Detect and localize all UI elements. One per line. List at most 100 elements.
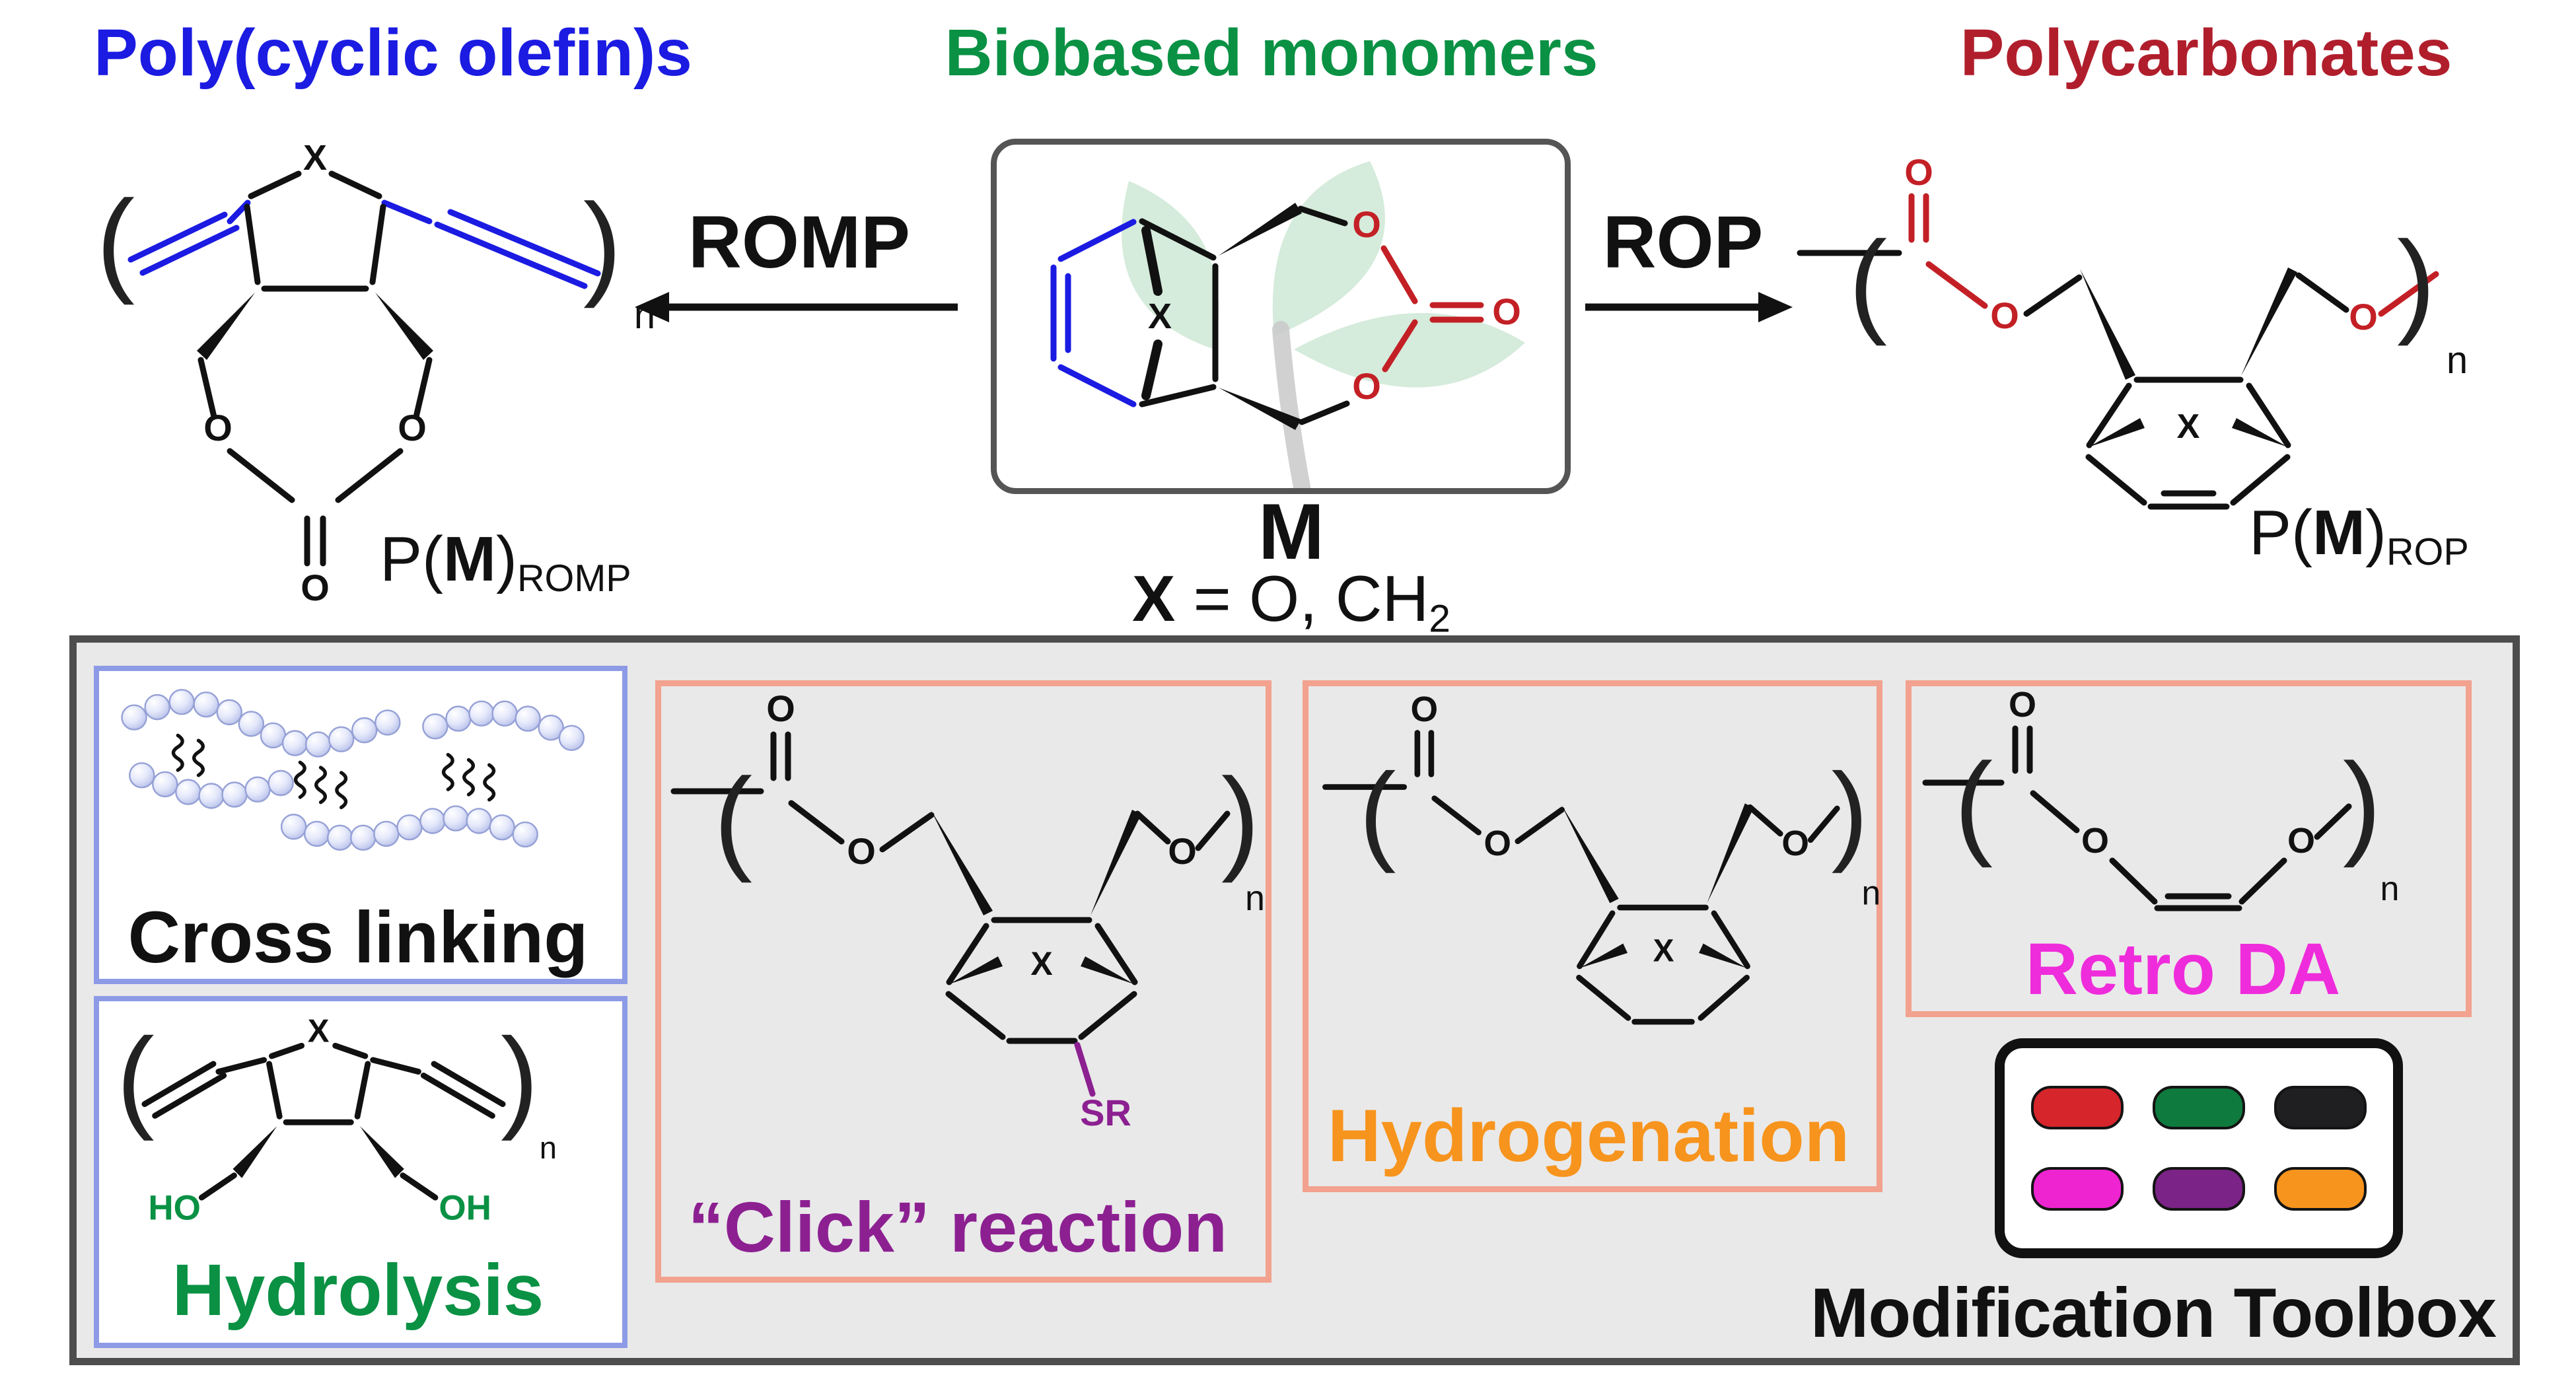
atom-O: O (1904, 155, 1933, 193)
crosslinking-label: Cross linking (127, 897, 589, 978)
title-biobased-monomers: Biobased monomers (945, 16, 1598, 90)
atom-O: O (1352, 203, 1381, 245)
x-definition-subscript: 2 (1429, 597, 1450, 641)
monomer-label: M (1258, 487, 1324, 576)
rop-arrow (1585, 292, 1793, 322)
atom-O: O (766, 692, 795, 729)
subscript-n: n (2380, 870, 2400, 908)
stem (1272, 321, 1310, 488)
bracket-close: ) (583, 180, 622, 309)
bracket-close: ) (2343, 740, 2381, 869)
romp-product-label: P(M)ROMP (380, 523, 631, 600)
toolbox-pill-red (2031, 1086, 2124, 1129)
label-part: P( (380, 524, 443, 594)
retro-da-box (1906, 680, 2472, 1017)
romp-arrow (635, 292, 958, 322)
romp-product-bonds (127, 170, 601, 567)
subscript-n: n (2447, 339, 2468, 382)
atom-X: X (308, 1013, 330, 1049)
atom-O: O (1168, 830, 1197, 872)
atom-X: X (2177, 408, 2200, 446)
toolbox-pill-black (2274, 1086, 2367, 1129)
atom-O: O (398, 407, 427, 448)
hydrogenation-box (1303, 680, 1882, 1192)
click-reaction-structure: ( O O X SR O ) n (670, 692, 1265, 1133)
atom-O: O (2349, 296, 2378, 338)
monomer-x-definition: X = O, CH2 (1040, 561, 1542, 641)
bracket-open: ( (96, 177, 135, 306)
arrow-left (635, 292, 958, 322)
pill-row-top (2031, 1086, 2367, 1129)
bracket-close: ) (2397, 218, 2435, 347)
atom-O: O (1411, 692, 1439, 729)
x-symbol: X (1132, 562, 1176, 635)
monomer-box: X O O O (991, 139, 1571, 494)
label-part: ) (495, 524, 517, 594)
atom-O: O (1484, 824, 1511, 863)
label-part: P( (2249, 497, 2312, 568)
atom-O: O (2081, 821, 2109, 861)
bracket-open: ( (1849, 218, 1887, 347)
atom-O: O (847, 830, 876, 872)
atom-O: O (2287, 821, 2315, 861)
bracket-open: ( (117, 1014, 155, 1141)
retro-da-structure: ( O O O ) n (1922, 690, 2400, 911)
atom-X: X (1653, 933, 1674, 968)
atom-O: O (1781, 824, 1809, 863)
arrow-right (1585, 292, 1793, 322)
retro-da-label: Retro DA (2025, 929, 2341, 1010)
romp-product-structure: ( ) n X O O O (96, 138, 655, 608)
bracket-close: ) (1832, 751, 1869, 874)
subscript-n: n (1862, 873, 1881, 911)
subscript-n: n (540, 1130, 557, 1165)
atom-O: O (301, 567, 330, 608)
title-poly-cyclic-olefins: Poly(cyclic olefin)s (94, 16, 692, 90)
hydrolysis-structure: ( X ) n HO OH (117, 1013, 557, 1228)
hydrolysis-bonds (141, 1042, 506, 1201)
retro-da-bonds (1922, 725, 2352, 911)
rop-product-label: P(M)ROP (2249, 497, 2469, 574)
leaves-illustration (1122, 161, 1525, 488)
toolbox-pill-orange (2274, 1167, 2367, 1211)
subscript-n: n (1245, 878, 1265, 918)
atom-O: O (2009, 690, 2036, 725)
click-reaction-label: “Click” reaction (688, 1187, 1228, 1267)
pill-row-bottom (2031, 1167, 2367, 1211)
atom-SR: SR (1080, 1092, 1131, 1133)
rop-product-bonds (1797, 193, 2439, 510)
hydrogenation-bonds (1322, 730, 1840, 1025)
romp-reaction-label: ROMP (688, 201, 910, 283)
toolbox-legend (1995, 1038, 2403, 1258)
x-definition-text: = O, CH (1175, 562, 1429, 635)
hydrogenation-label: Hydrogenation (1327, 1094, 1850, 1177)
bracket-open: ( (1954, 740, 1993, 869)
subscript-n: n (634, 294, 655, 337)
label-subscript: ROP (2386, 531, 2469, 574)
bead-chains (121, 689, 585, 851)
atom-X: X (303, 138, 327, 178)
click-bonds (670, 731, 1231, 1097)
label-part: ) (2365, 497, 2386, 568)
atom-O: O (1492, 291, 1521, 332)
monomer-bonds (1050, 203, 1484, 430)
hydrogenation-structure: ( O O X O ) n (1322, 692, 1881, 1025)
toolbox-pill-magenta (2031, 1167, 2124, 1211)
hydrolysis-label: Hydrolysis (172, 1250, 544, 1331)
atom-O: O (1352, 365, 1381, 407)
label-part-bold: M (443, 524, 496, 594)
monomer-structure: X O O O (1050, 161, 1525, 488)
bracket-close: ) (1221, 755, 1260, 884)
atom-X: X (1148, 297, 1172, 336)
label-part-bold: M (2312, 497, 2365, 568)
bracket-open: ( (714, 755, 752, 884)
crosslink-squiggles (171, 733, 496, 810)
atom-OH: OH (439, 1189, 491, 1228)
atom-X: X (1030, 945, 1052, 982)
toolbox-pill-purple (2153, 1167, 2245, 1211)
toolbox-pill-green (2153, 1086, 2245, 1129)
label-subscript: ROMP (517, 557, 631, 600)
toolbox-title: Modification Toolbox (1810, 1274, 2497, 1352)
bracket-open: ( (1359, 751, 1396, 874)
click-reaction-box (655, 680, 1271, 1283)
bracket-close: ) (501, 1014, 538, 1141)
